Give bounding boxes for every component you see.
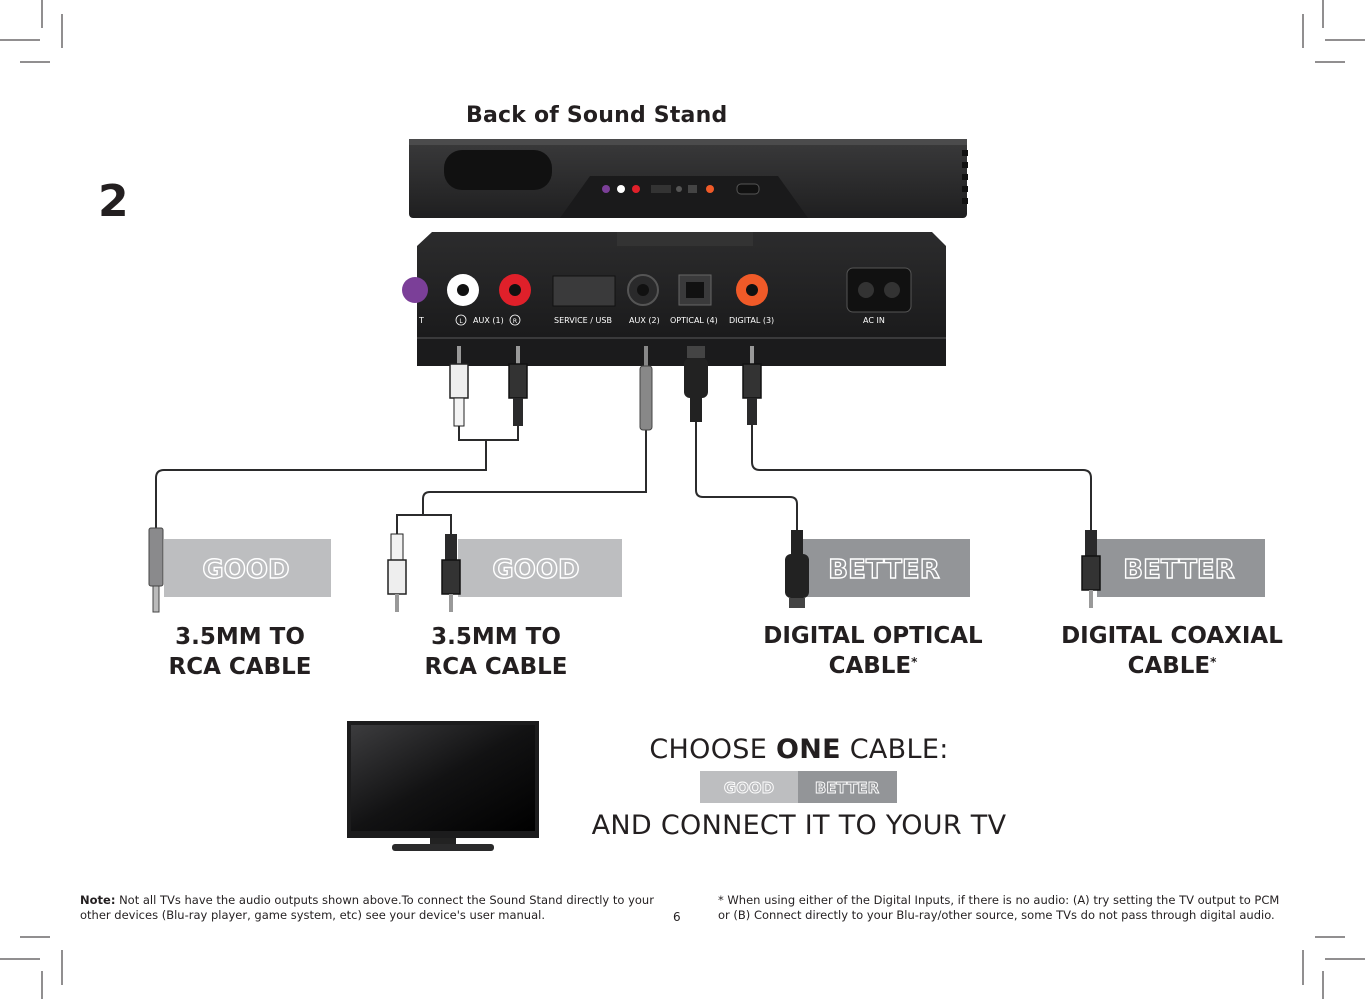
- page-number: 6: [673, 910, 681, 924]
- optical-plug-bottom: [785, 530, 809, 608]
- panel-label-l: L: [459, 318, 463, 325]
- panel-label-aux1: AUX (1): [473, 316, 504, 325]
- legend-good: GOOD: [724, 779, 774, 797]
- cable-name-4: DIGITAL COAXIAL CABLE*: [1061, 623, 1283, 679]
- rca-plug-red-top: [508, 346, 528, 426]
- panel-label-opt: T: [418, 316, 424, 325]
- footer-note: Note: Not all TVs have the audio outputs…: [80, 893, 654, 922]
- aux1-left-jack: [447, 274, 479, 306]
- cable-name-3: DIGITAL OPTICAL CABLE*: [763, 623, 983, 679]
- rca-plug-white-top: [449, 346, 469, 427]
- optical-input-port: [678, 274, 712, 306]
- choose-one-cable-heading: CHOOSE ONE CABLE:: [649, 734, 949, 765]
- rca-plug-red-bottom: [441, 534, 461, 612]
- cable-wires: [155, 422, 1092, 534]
- back-of-sound-stand-title: Back of Sound Stand: [466, 103, 728, 128]
- right-channel-marker: [509, 314, 521, 326]
- cable-name-2: 3.5MM TO RCA CABLE: [424, 624, 568, 680]
- rca-plug-white-bottom: [387, 533, 407, 612]
- coaxial-plug-top: [742, 346, 762, 425]
- rating-label-better-3: BETTER: [828, 555, 939, 585]
- service-usb-port: [552, 275, 616, 307]
- mini-jack-plug-bottom: [148, 527, 164, 613]
- optical-plug-top: [684, 346, 708, 422]
- mini-jack-plug-top: [639, 346, 653, 431]
- panel-label-ac: AC IN: [863, 316, 885, 325]
- footer-asterisk-note: * When using either of the Digital Input…: [718, 893, 1280, 922]
- step-number: 2: [98, 176, 129, 227]
- panel-label-service: SERVICE / USB: [554, 316, 612, 325]
- tv-icon: [347, 721, 539, 851]
- rating-label-good-2: GOOD: [492, 555, 579, 585]
- left-channel-marker: [455, 314, 467, 326]
- panel-label-aux2: AUX (2): [629, 316, 660, 325]
- panel-label-digital: DIGITAL (3): [729, 316, 774, 325]
- rating-box-1: GOOD: [164, 539, 331, 597]
- rating-label-good-1: GOOD: [202, 555, 289, 585]
- rating-box-4: BETTER: [1097, 539, 1265, 597]
- panel-label-r: R: [513, 318, 517, 325]
- coaxial-plug-bottom: [1081, 530, 1101, 608]
- rating-box-2: GOOD: [458, 539, 622, 597]
- sound-stand-overview: [409, 139, 968, 218]
- ac-in-socket: [846, 267, 912, 313]
- aux1-right-jack: [499, 274, 531, 306]
- rating-box-3: BETTER: [803, 539, 970, 597]
- panel-label-optical: OPTICAL (4): [670, 316, 718, 325]
- optical-out-jack-purple: [402, 277, 428, 303]
- digital-coaxial-jack: [736, 274, 768, 306]
- legend-better: BETTER: [815, 779, 880, 797]
- cable-name-1: 3.5MM TO RCA CABLE: [168, 624, 312, 680]
- aux2-jack: [627, 274, 659, 306]
- connect-to-tv-text: AND CONNECT IT TO YOUR TV: [591, 810, 1007, 841]
- rating-legend: GOOD BETTER: [700, 771, 897, 803]
- rating-label-better-4: BETTER: [1123, 555, 1234, 585]
